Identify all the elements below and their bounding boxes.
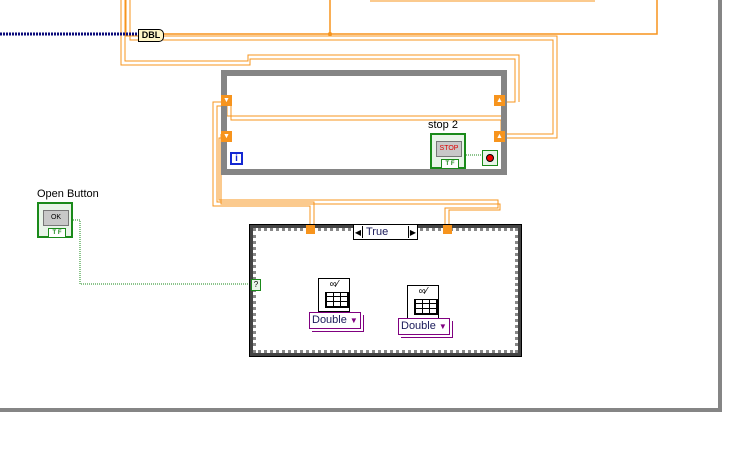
next-case-icon[interactable]: ▶ xyxy=(409,227,417,237)
case-tunnel xyxy=(443,225,452,234)
iteration-terminal: i xyxy=(230,152,243,165)
prev-case-icon[interactable]: ◀ xyxy=(354,227,362,237)
case-tunnel xyxy=(306,225,315,234)
tf-label: T F xyxy=(441,159,459,169)
shift-register-right-2[interactable]: ▲ xyxy=(494,131,505,142)
shift-register-right-1[interactable]: ▲ xyxy=(494,95,505,106)
read-spreadsheet-icon[interactable]: ∞⁄ xyxy=(318,278,350,312)
type-selector[interactable]: Double▼ xyxy=(309,312,361,329)
case-selector[interactable]: ◀ True ▶ xyxy=(353,224,418,240)
open-button-terminal[interactable]: OK T F xyxy=(37,202,73,238)
shift-register-left-2[interactable]: ▼ xyxy=(221,131,232,142)
tf-label: T F xyxy=(48,228,66,238)
loop-condition-stop-icon[interactable] xyxy=(482,150,498,166)
case-selector-value[interactable]: True xyxy=(362,226,409,238)
stop-button-terminal[interactable]: STOP T F xyxy=(430,133,466,169)
dbl-conversion-node[interactable]: DBL xyxy=(138,29,164,42)
stop-label: stop 2 xyxy=(428,119,458,131)
case-structure[interactable] xyxy=(249,224,522,357)
shift-register-left-1[interactable]: ▼ xyxy=(221,95,232,106)
case-selector-terminal[interactable]: ? xyxy=(251,279,261,291)
type-selector[interactable]: Double▼ xyxy=(398,318,450,335)
read-spreadsheet-icon[interactable]: ∞⁄ xyxy=(407,285,439,319)
type-label: Double xyxy=(401,320,436,332)
open-button-label: Open Button xyxy=(37,188,99,200)
stop-face: STOP xyxy=(436,141,462,157)
type-label: Double xyxy=(312,314,347,326)
while-loop[interactable] xyxy=(221,70,507,175)
ok-face: OK xyxy=(43,210,69,226)
